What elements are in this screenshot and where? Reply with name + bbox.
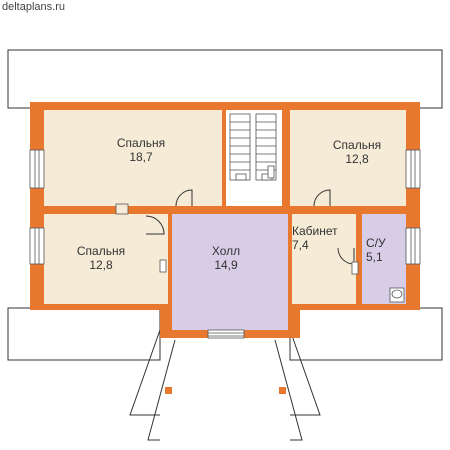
- room-label-bathroom: С/У 5,1: [366, 236, 406, 264]
- watermark-text: deltaplans.ru: [2, 1, 65, 13]
- windows: [29, 149, 421, 339]
- room-label-bedroom-1: Спальня 18,7: [106, 136, 176, 164]
- radiator-1: [159, 259, 167, 273]
- staircase: [229, 113, 277, 181]
- room-study: [292, 214, 356, 304]
- room-name: Кабинет: [292, 224, 338, 238]
- room-name: Спальня: [76, 244, 126, 258]
- post-right: [279, 387, 286, 394]
- room-name: Спальня: [332, 138, 382, 152]
- gable-line-right: [289, 329, 321, 416]
- room-name: Холл: [211, 244, 241, 258]
- room-area: 5,1: [366, 250, 383, 264]
- gable-line-right-inner: [274, 339, 303, 441]
- roof-outline-bottom-right: [289, 307, 443, 361]
- radiator-3: [351, 261, 359, 275]
- hall-bottom-wall-right: [288, 304, 300, 334]
- room-label-study: Кабинет 7,4: [292, 224, 354, 252]
- post-left: [165, 387, 172, 394]
- roof-outline-top: [7, 49, 443, 109]
- room-bedroom-2: [290, 110, 406, 206]
- room-area: 7,4: [292, 238, 309, 252]
- toilet-fixture: [389, 287, 405, 303]
- room-bedroom-3: [44, 214, 168, 304]
- gable-line-left: [129, 329, 161, 416]
- radiator-2: [267, 165, 275, 179]
- chimney: [115, 203, 129, 215]
- gable-line-left-inner: [147, 339, 176, 441]
- room-name: С/У: [366, 236, 386, 250]
- room-area: 12,8: [345, 152, 369, 166]
- room-label-bedroom-3: Спальня 12,8: [66, 244, 136, 272]
- roof-outline-bottom-left: [7, 307, 161, 361]
- room-name: Спальня: [116, 136, 166, 150]
- hall-bottom-wall-left: [160, 304, 172, 334]
- room-hall: [172, 214, 288, 330]
- room-label-bedroom-2: Спальня 12,8: [322, 138, 392, 166]
- room-area: 12,8: [89, 258, 113, 272]
- room-label-hall: Холл 14,9: [196, 244, 256, 272]
- room-area: 14,9: [214, 258, 238, 272]
- room-area: 18,7: [129, 150, 153, 164]
